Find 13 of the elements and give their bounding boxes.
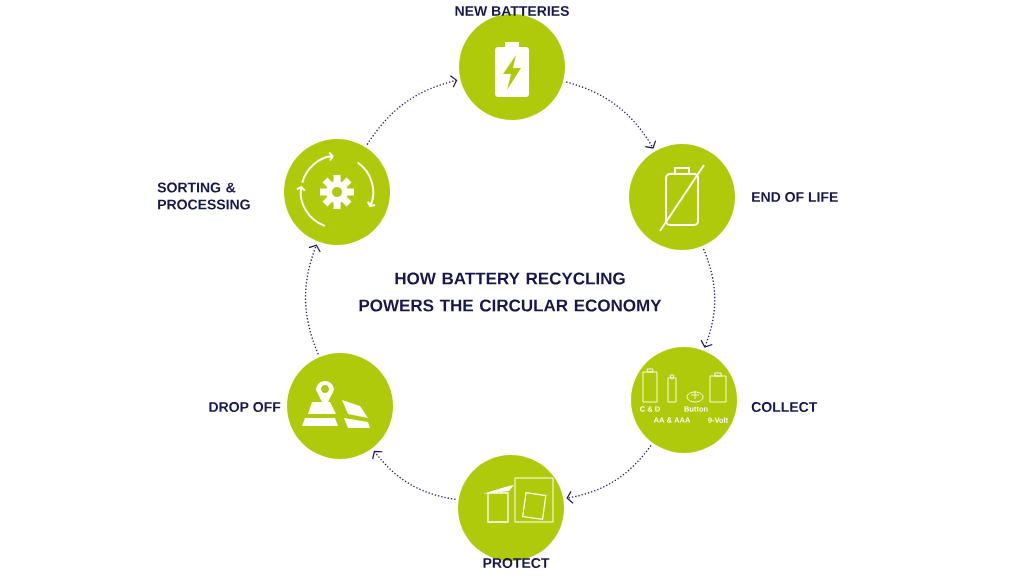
title: HOW BATTERY RECYCLING POWERS THE CIRCULAR ECONOMY	[359, 272, 662, 312]
dotted-arrow	[372, 450, 457, 501]
dotted-arrow	[700, 248, 716, 348]
step-label: DROP OFF	[209, 402, 281, 412]
dotted-arrow	[366, 75, 458, 146]
dotted-arrow	[566, 444, 652, 504]
dotted-arrow	[304, 244, 321, 355]
step-label: END OF LIFE	[752, 192, 838, 202]
step-label: NEW BATTERIES	[455, 6, 569, 16]
step-label: COLLECT	[751, 402, 818, 412]
dotted-arrow	[565, 81, 657, 149]
step-label: SORTING & PROCESSING	[157, 182, 250, 210]
step-label: PROTECT	[483, 558, 550, 568]
